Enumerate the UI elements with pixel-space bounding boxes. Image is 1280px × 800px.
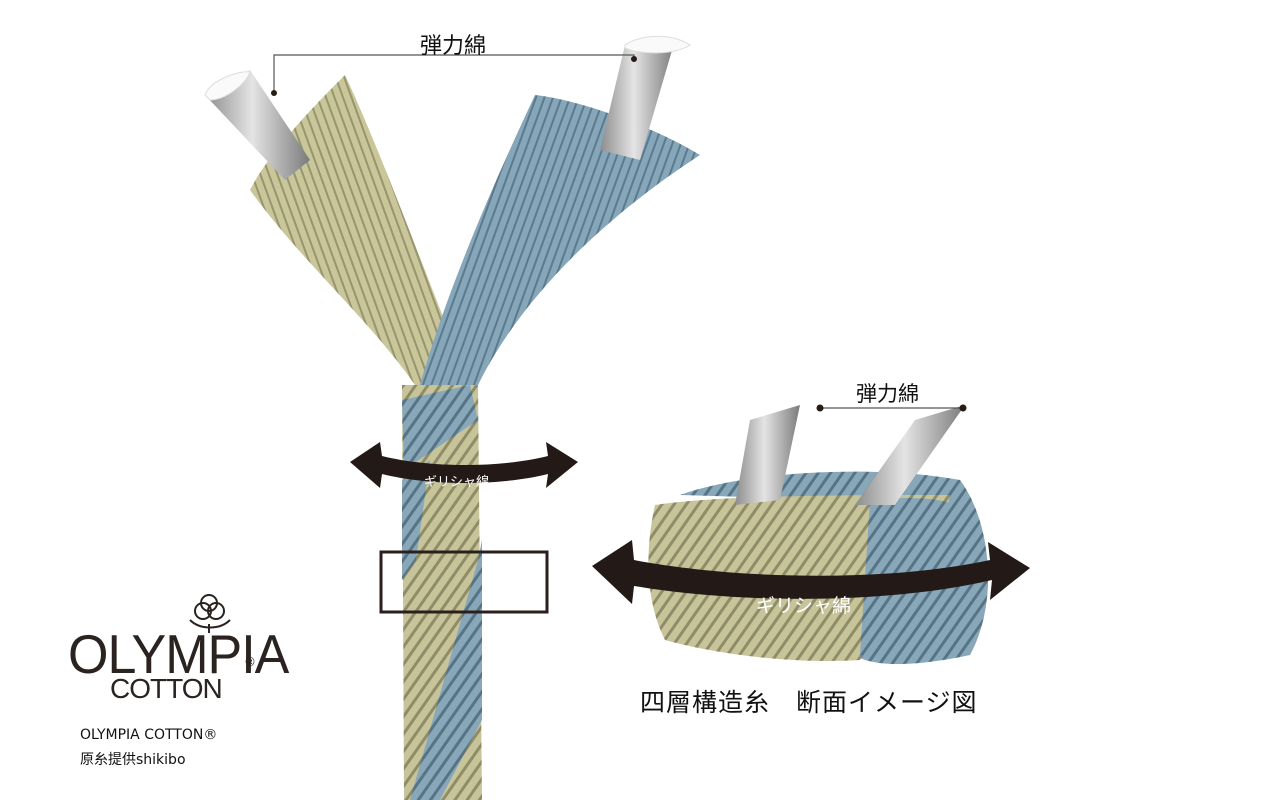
callout-dot-left xyxy=(271,90,277,96)
elastic-fiber-section-label: 弾力綿 xyxy=(856,382,919,406)
elastic-fiber-label: 弾力綿 xyxy=(420,34,487,59)
core-fiber-left-cap xyxy=(204,71,251,101)
elastic-callout-line xyxy=(273,54,635,92)
cross-section xyxy=(592,404,1030,665)
section-dot-left xyxy=(816,404,824,412)
brand-credit-name: OLYMPIA COTTON® xyxy=(80,727,218,743)
section-core-left xyxy=(735,405,800,505)
olympia-cotton-flower-icon xyxy=(189,594,231,633)
yarn-trunk-blue-twist-3 xyxy=(410,540,482,800)
core-fiber-right-cap xyxy=(624,35,691,54)
greek-cotton-arrow-main xyxy=(350,442,578,488)
diagram-caption: 四層構造糸 断面イメージ図 xyxy=(640,688,978,717)
core-fiber-left xyxy=(205,70,310,180)
yarn-trunk-blue-twist-2 xyxy=(402,460,430,580)
brand-logo-sub: COTTON xyxy=(110,673,223,704)
yarn-branch-blue xyxy=(420,95,700,385)
yarn-trunk-blue-twist-1 xyxy=(402,385,478,470)
greek-cotton-arrow-section xyxy=(592,540,1030,604)
callout-dot-right xyxy=(631,56,637,62)
brand-credit-supplier: 原糸提供shikibo xyxy=(80,752,186,768)
brand-logo-word: OLYMPIA xyxy=(68,624,289,686)
section-dot-right xyxy=(959,404,967,412)
highlight-box xyxy=(379,550,549,614)
greek-cotton-section-label: ギリシャ綿 xyxy=(756,595,852,617)
brand-logo-registered: ® xyxy=(244,655,256,669)
main-yarn xyxy=(204,35,700,800)
section-core-right xyxy=(855,405,965,505)
greek-cotton-label: ギリシャ綿 xyxy=(424,475,490,490)
core-fiber-right xyxy=(600,40,675,160)
